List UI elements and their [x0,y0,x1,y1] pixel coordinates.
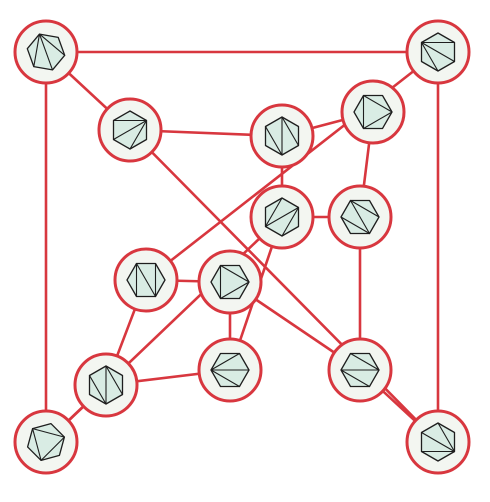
node-n11 [113,247,179,313]
nodes-layer [13,19,471,475]
hexagon-diagonal [264,125,283,156]
hexagon-diagonal [112,119,148,141]
hexagon-diagonal [264,197,283,228]
hexagon-diagonal [40,436,65,461]
hexagon-diagonal [437,422,456,453]
node-n7 [327,184,393,250]
node-n13 [405,19,471,85]
node-n8 [73,352,139,418]
hexagon-diagonal [88,374,107,405]
hexagon-diagonal [32,428,65,438]
hexagon-diagonal [349,199,380,218]
node-n5 [249,103,315,169]
node-n9 [197,337,263,403]
hexagon-diagonal [33,33,41,68]
node-n12 [327,337,393,403]
node-n4 [340,79,406,145]
hexagon-diagonal [362,94,393,113]
hexagon-diagonal [281,116,300,147]
hexagon-diagonal [105,365,124,396]
hexagon-diagonal [281,206,300,237]
hexagon-diagonal [38,33,54,71]
hexagon-diagonal [349,199,371,235]
hexagon-diagonal [420,41,439,72]
hexagon-diagonal [264,206,300,228]
hexagon-diagonal [340,216,371,235]
hexagon-diagonal [362,111,393,130]
node-n2 [97,97,163,163]
hexagon-diagonal [32,428,42,461]
hexagon-diagonal [210,369,241,388]
node-n1 [13,19,79,85]
hexagon-diagonal [219,264,250,283]
node-n6 [249,184,315,250]
node-n3 [13,409,79,475]
hexagon-diagonal [420,431,456,453]
hexagon-diagonal [129,119,148,150]
edge-n2-n14 [128,128,440,444]
node-n14 [405,409,471,475]
hexagon-diagonal [219,281,250,300]
hexagon-diagonal [340,369,371,388]
hexagon-diagonal [210,352,241,371]
hexagon-diagonal [38,33,66,56]
hexagon-diagonal [349,352,380,371]
hexagon-diagonal [135,262,157,298]
hexagon-diagonal [420,41,456,63]
node-n10 [197,249,263,315]
